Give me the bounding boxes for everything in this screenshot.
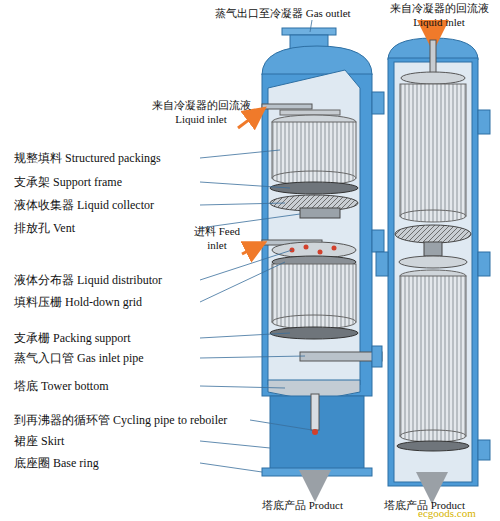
part-label: 液体收集器 Liquid collector (14, 198, 154, 212)
part-label: 液体分布器 Liquid distributor (14, 273, 162, 287)
part-label: 蒸气入口管 Gas inlet pipe (14, 351, 144, 365)
reflux-arrow (238, 110, 262, 128)
right-tower (376, 22, 490, 496)
left-tower (262, 28, 384, 494)
part-label: 支承架 Support frame (14, 175, 122, 189)
part-label: 规整填料 Structured packings (14, 151, 161, 165)
feed-arrow (242, 244, 262, 254)
part-label: 到再沸器的循环管 Cycling pipe to reboiler (14, 413, 227, 427)
part-label: 排放孔 Vent (14, 221, 75, 235)
inlet-label: 来自冷凝器的回流液 Liquid inlet (384, 1, 494, 29)
part-label: 塔底 Tower bottom (14, 379, 108, 393)
feed-label: 进料 Feed inlet (188, 224, 246, 252)
product-label: 塔底产品 Product (262, 498, 343, 512)
part-label: 支承栅 Packing support (14, 331, 131, 345)
part-label: 裙座 Skirt (14, 434, 64, 448)
outlet-label: 蒸气出口至冷凝器 Gas outlet (215, 6, 351, 20)
inlet-label: 来自冷凝器的回流液 Liquid inlet (146, 98, 256, 126)
part-label: 填料压栅 Hold-down grid (14, 295, 142, 309)
part-label: 底座圈 Base ring (14, 456, 99, 470)
watermark: ecgoods.com (418, 506, 476, 520)
